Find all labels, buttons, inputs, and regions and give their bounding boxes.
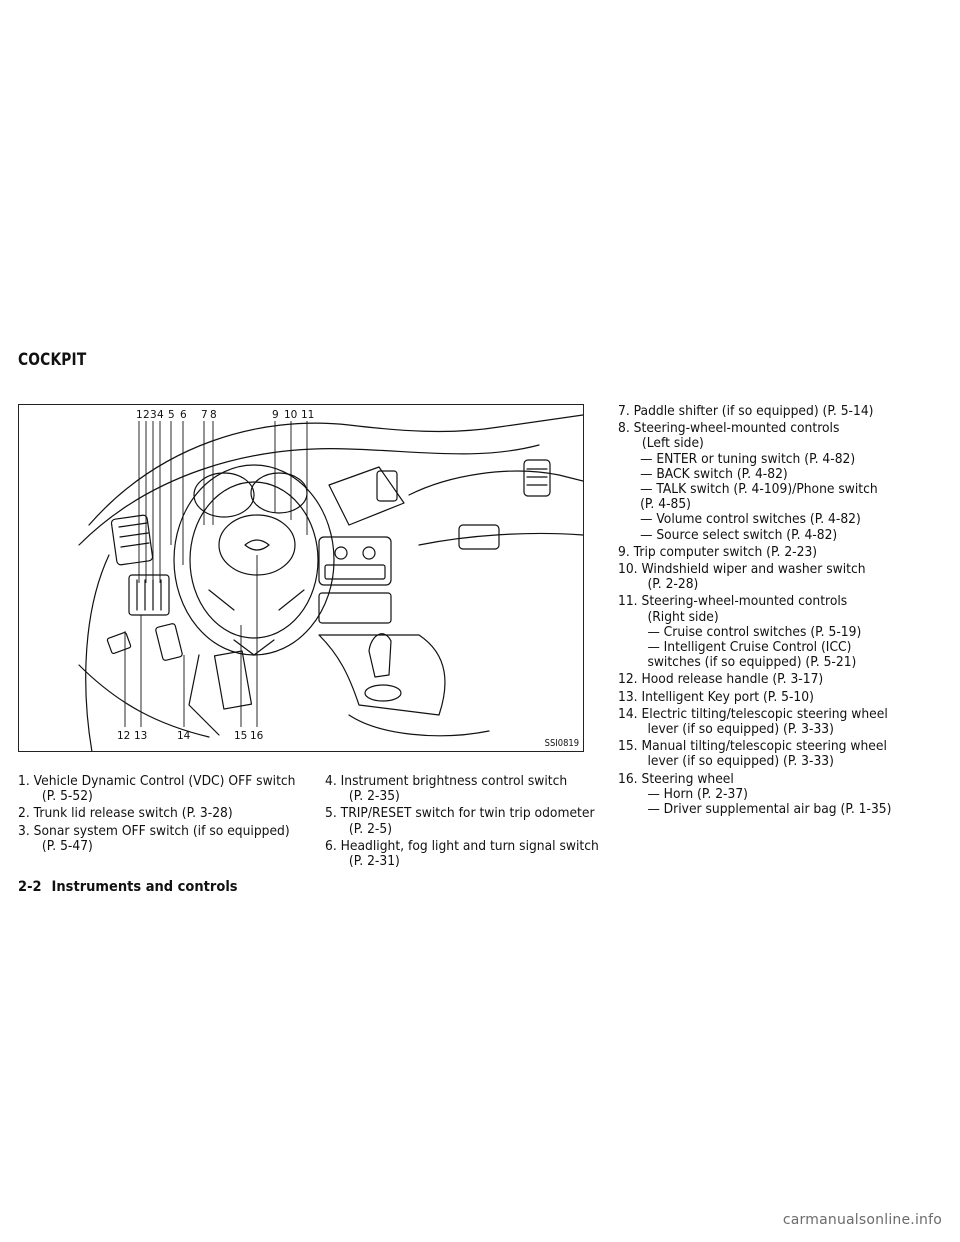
legend-item-11: 11. Steering-wheel-mounted controls (Rig… <box>618 594 862 671</box>
callout-leaders <box>124 421 308 727</box>
legend-item-16: 16. Steering wheel — Horn (P. 2-37) — Dr… <box>618 771 892 818</box>
legend-item-1: 1. Vehicle Dynamic Control (VDC) OFF swi… <box>18 774 296 805</box>
legend-column-3: 7. Paddle shifter (if so equipped) (P. 5… <box>618 404 948 819</box>
figure-code: SSI0819 <box>544 738 579 749</box>
legend-item-6: 6. Headlight, fog light and turn signal … <box>325 838 599 870</box>
legend-item-2: 2. Trunk lid release switch (P. 3-28) <box>18 806 233 822</box>
legend-item-5: 5. TRIP/RESET switch for twin trip odome… <box>325 806 595 837</box>
section-title: COCKPIT <box>18 350 87 370</box>
legend-item-14: 14. Electric tilting/telescopic steering… <box>618 706 888 738</box>
legend-item-15: 15. Manual tilting/telescopic steering w… <box>618 739 887 770</box>
legend-item-9: 9. Trip computer switch (P. 2-23) <box>618 544 818 560</box>
legend-item-7: 7. Paddle shifter (if so equipped) (P. 5… <box>618 404 874 419</box>
callout-12: 12 <box>117 730 130 742</box>
legend-item-10: 10. Windshield wiper and washer switch (… <box>618 562 866 593</box>
callout-10: 10 <box>284 409 297 421</box>
callout-4: 4 <box>157 409 164 421</box>
cockpit-illustration: 1 2 3 4 5 6 7 8 9 10 11 12 13 14 15 16 S… <box>18 404 584 752</box>
callout-14: 14 <box>177 730 191 742</box>
legend-item-12: 12. Hood release handle (P. 3-17) <box>618 672 824 688</box>
callout-1: 1 <box>136 409 143 421</box>
cockpit-drawing: 1 2 3 4 5 6 7 8 9 10 11 12 13 14 15 16 <box>78 409 583 751</box>
callout-15: 15 <box>234 730 247 742</box>
callout-5: 5 <box>168 409 175 421</box>
chapter-title: Instruments and controls <box>51 879 238 895</box>
legend-item-13: 13. Intelligent Key port (P. 5-10) <box>618 689 814 705</box>
callout-9: 9 <box>272 409 279 421</box>
callout-7: 7 <box>201 409 208 421</box>
page-footer: 2-2 Instruments and controls <box>18 879 238 895</box>
callout-13: 13 <box>134 730 147 742</box>
watermark: carmanualsonline.info <box>782 1212 942 1228</box>
callout-11: 11 <box>301 409 314 421</box>
callout-8: 8 <box>210 409 217 421</box>
legend-item-3: 3. Sonar system OFF switch (if so equipp… <box>18 823 290 854</box>
legend-item-8: 8. Steering-wheel-mounted controls (Left… <box>618 421 878 543</box>
callout-6: 6 <box>180 409 187 421</box>
callout-16: 16 <box>250 730 264 742</box>
legend-column-2: 4. Instrument brightness control switch … <box>325 774 605 871</box>
callout-2: 2 <box>143 409 150 421</box>
legend-item-4: 4. Instrument brightness control switch … <box>325 774 568 805</box>
legend-column-1: 1. Vehicle Dynamic Control (VDC) OFF swi… <box>18 774 318 856</box>
page-number: 2-2 <box>18 879 42 895</box>
callout-3: 3 <box>150 409 157 421</box>
